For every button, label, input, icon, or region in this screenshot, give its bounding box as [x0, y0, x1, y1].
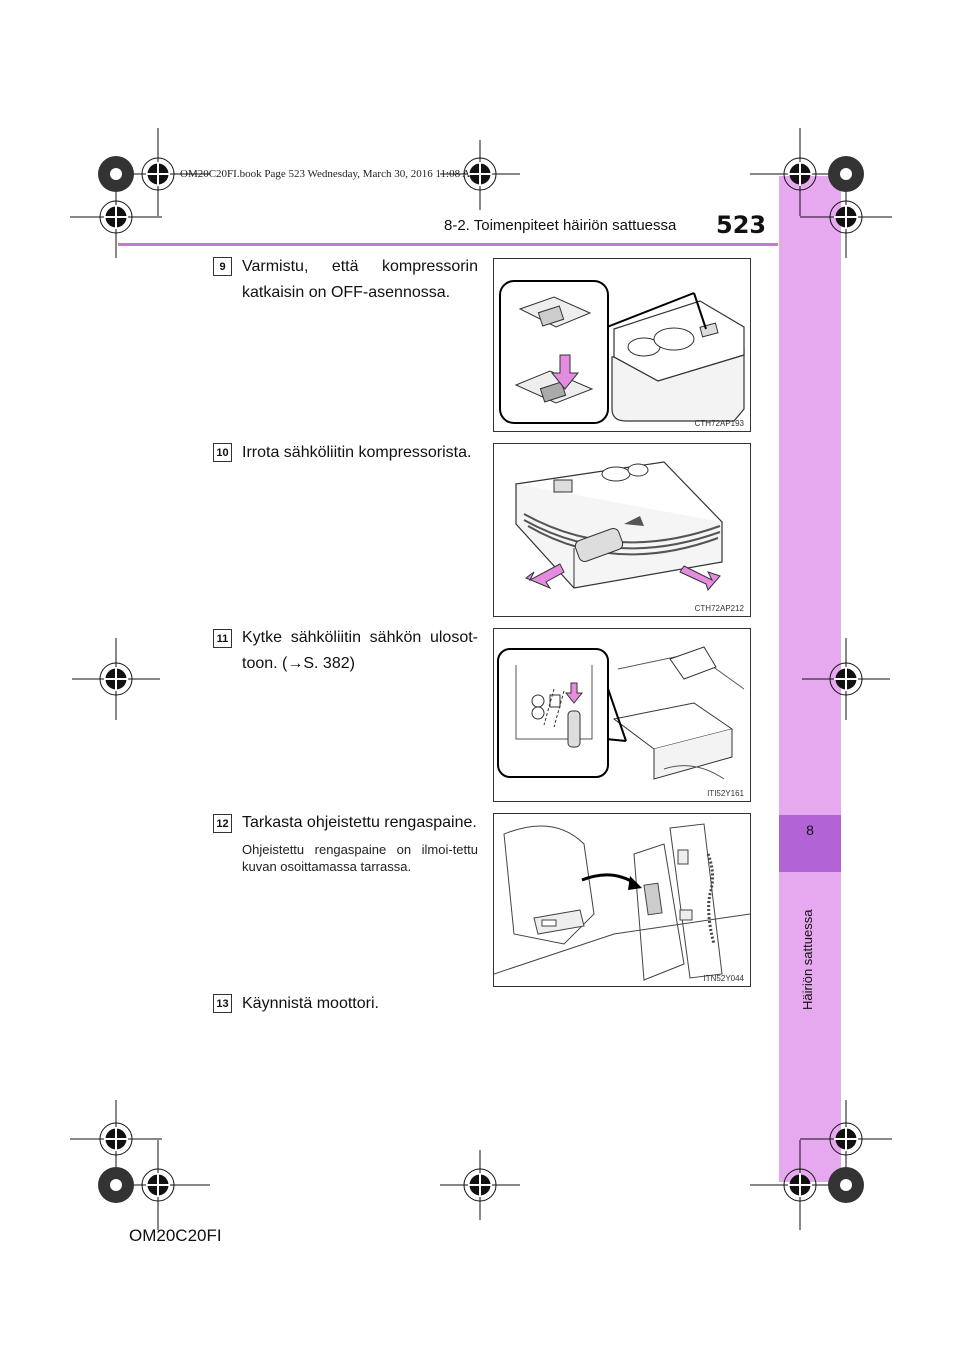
- crosshair-mark-top-center: [440, 140, 520, 210]
- figure-code: CTH72AP193: [694, 419, 744, 428]
- figure-tire-label: ITN52Y044: [493, 813, 751, 987]
- crosshair-mark-bottom-right: [750, 1140, 846, 1230]
- crosshair-mark-bottom-right-outer: [800, 1100, 892, 1180]
- crosshair-mark-top-right: [750, 128, 846, 216]
- crosshair-mark-right-middle: [802, 638, 890, 720]
- tire-label-illustration: [494, 823, 750, 981]
- starburst-mark-top-right: [828, 156, 864, 192]
- crosshair-mark-top-left-outer: [70, 176, 162, 258]
- step-note: Ohjeistettu rengaspaine on ilmoi-tettu k…: [242, 842, 478, 874]
- chapter-number: 8: [806, 822, 814, 838]
- header-rule: [118, 243, 778, 246]
- page-number: 523: [716, 211, 767, 239]
- step-number: 9: [213, 257, 232, 276]
- footer-code: OM20C20FI: [129, 1226, 222, 1245]
- step-text: Irrota sähköliitin kompressorista.: [242, 444, 472, 461]
- step-number: 13: [213, 994, 232, 1013]
- chapter-tab: [779, 815, 841, 872]
- starburst-mark-bottom-left: [98, 1167, 134, 1203]
- figure-code: CTH72AP212: [694, 604, 744, 613]
- crosshair-mark-bottom-left: [110, 1140, 210, 1230]
- step-text: Tarkasta ohjeistettu rengaspaine.: [242, 814, 477, 831]
- starburst-mark-top-left: [98, 156, 134, 192]
- step-text: Kytke sähköliitin sähkön ulosot-toon. (→…: [242, 629, 478, 672]
- figure-connector-removal: CTH72AP212: [493, 443, 751, 617]
- starburst-mark-bottom-right: [828, 1167, 864, 1203]
- book-info: OM20C20FI.book Page 523 Wednesday, March…: [180, 168, 480, 180]
- section-title: 8-2. Toimenpiteet häiriön sattuessa: [444, 217, 677, 234]
- step-text: Käynnistä moottori.: [242, 995, 379, 1012]
- crosshair-mark-left-middle: [72, 638, 160, 720]
- step-number: 10: [213, 443, 232, 462]
- step-text: Varmistu, että kompressorin katkaisin on…: [242, 258, 478, 301]
- power-outlet-illustration: [497, 646, 745, 780]
- connector-removal-illustration: [514, 461, 724, 591]
- compressor-switch-illustration: [499, 280, 745, 424]
- crosshair-mark-top-right-outer: [800, 176, 892, 258]
- step-number: 12: [213, 814, 232, 833]
- step-number: 11: [213, 629, 232, 648]
- figure-code: ITN52Y044: [703, 974, 744, 983]
- crosshair-mark-bottom-center: [440, 1150, 520, 1220]
- figure-power-outlet: ITI52Y161: [493, 628, 751, 802]
- crosshair-mark-bottom-left-outer: [70, 1100, 162, 1180]
- figure-compressor-switch: CTH72AP193: [493, 258, 751, 432]
- figure-code: ITI52Y161: [707, 789, 744, 798]
